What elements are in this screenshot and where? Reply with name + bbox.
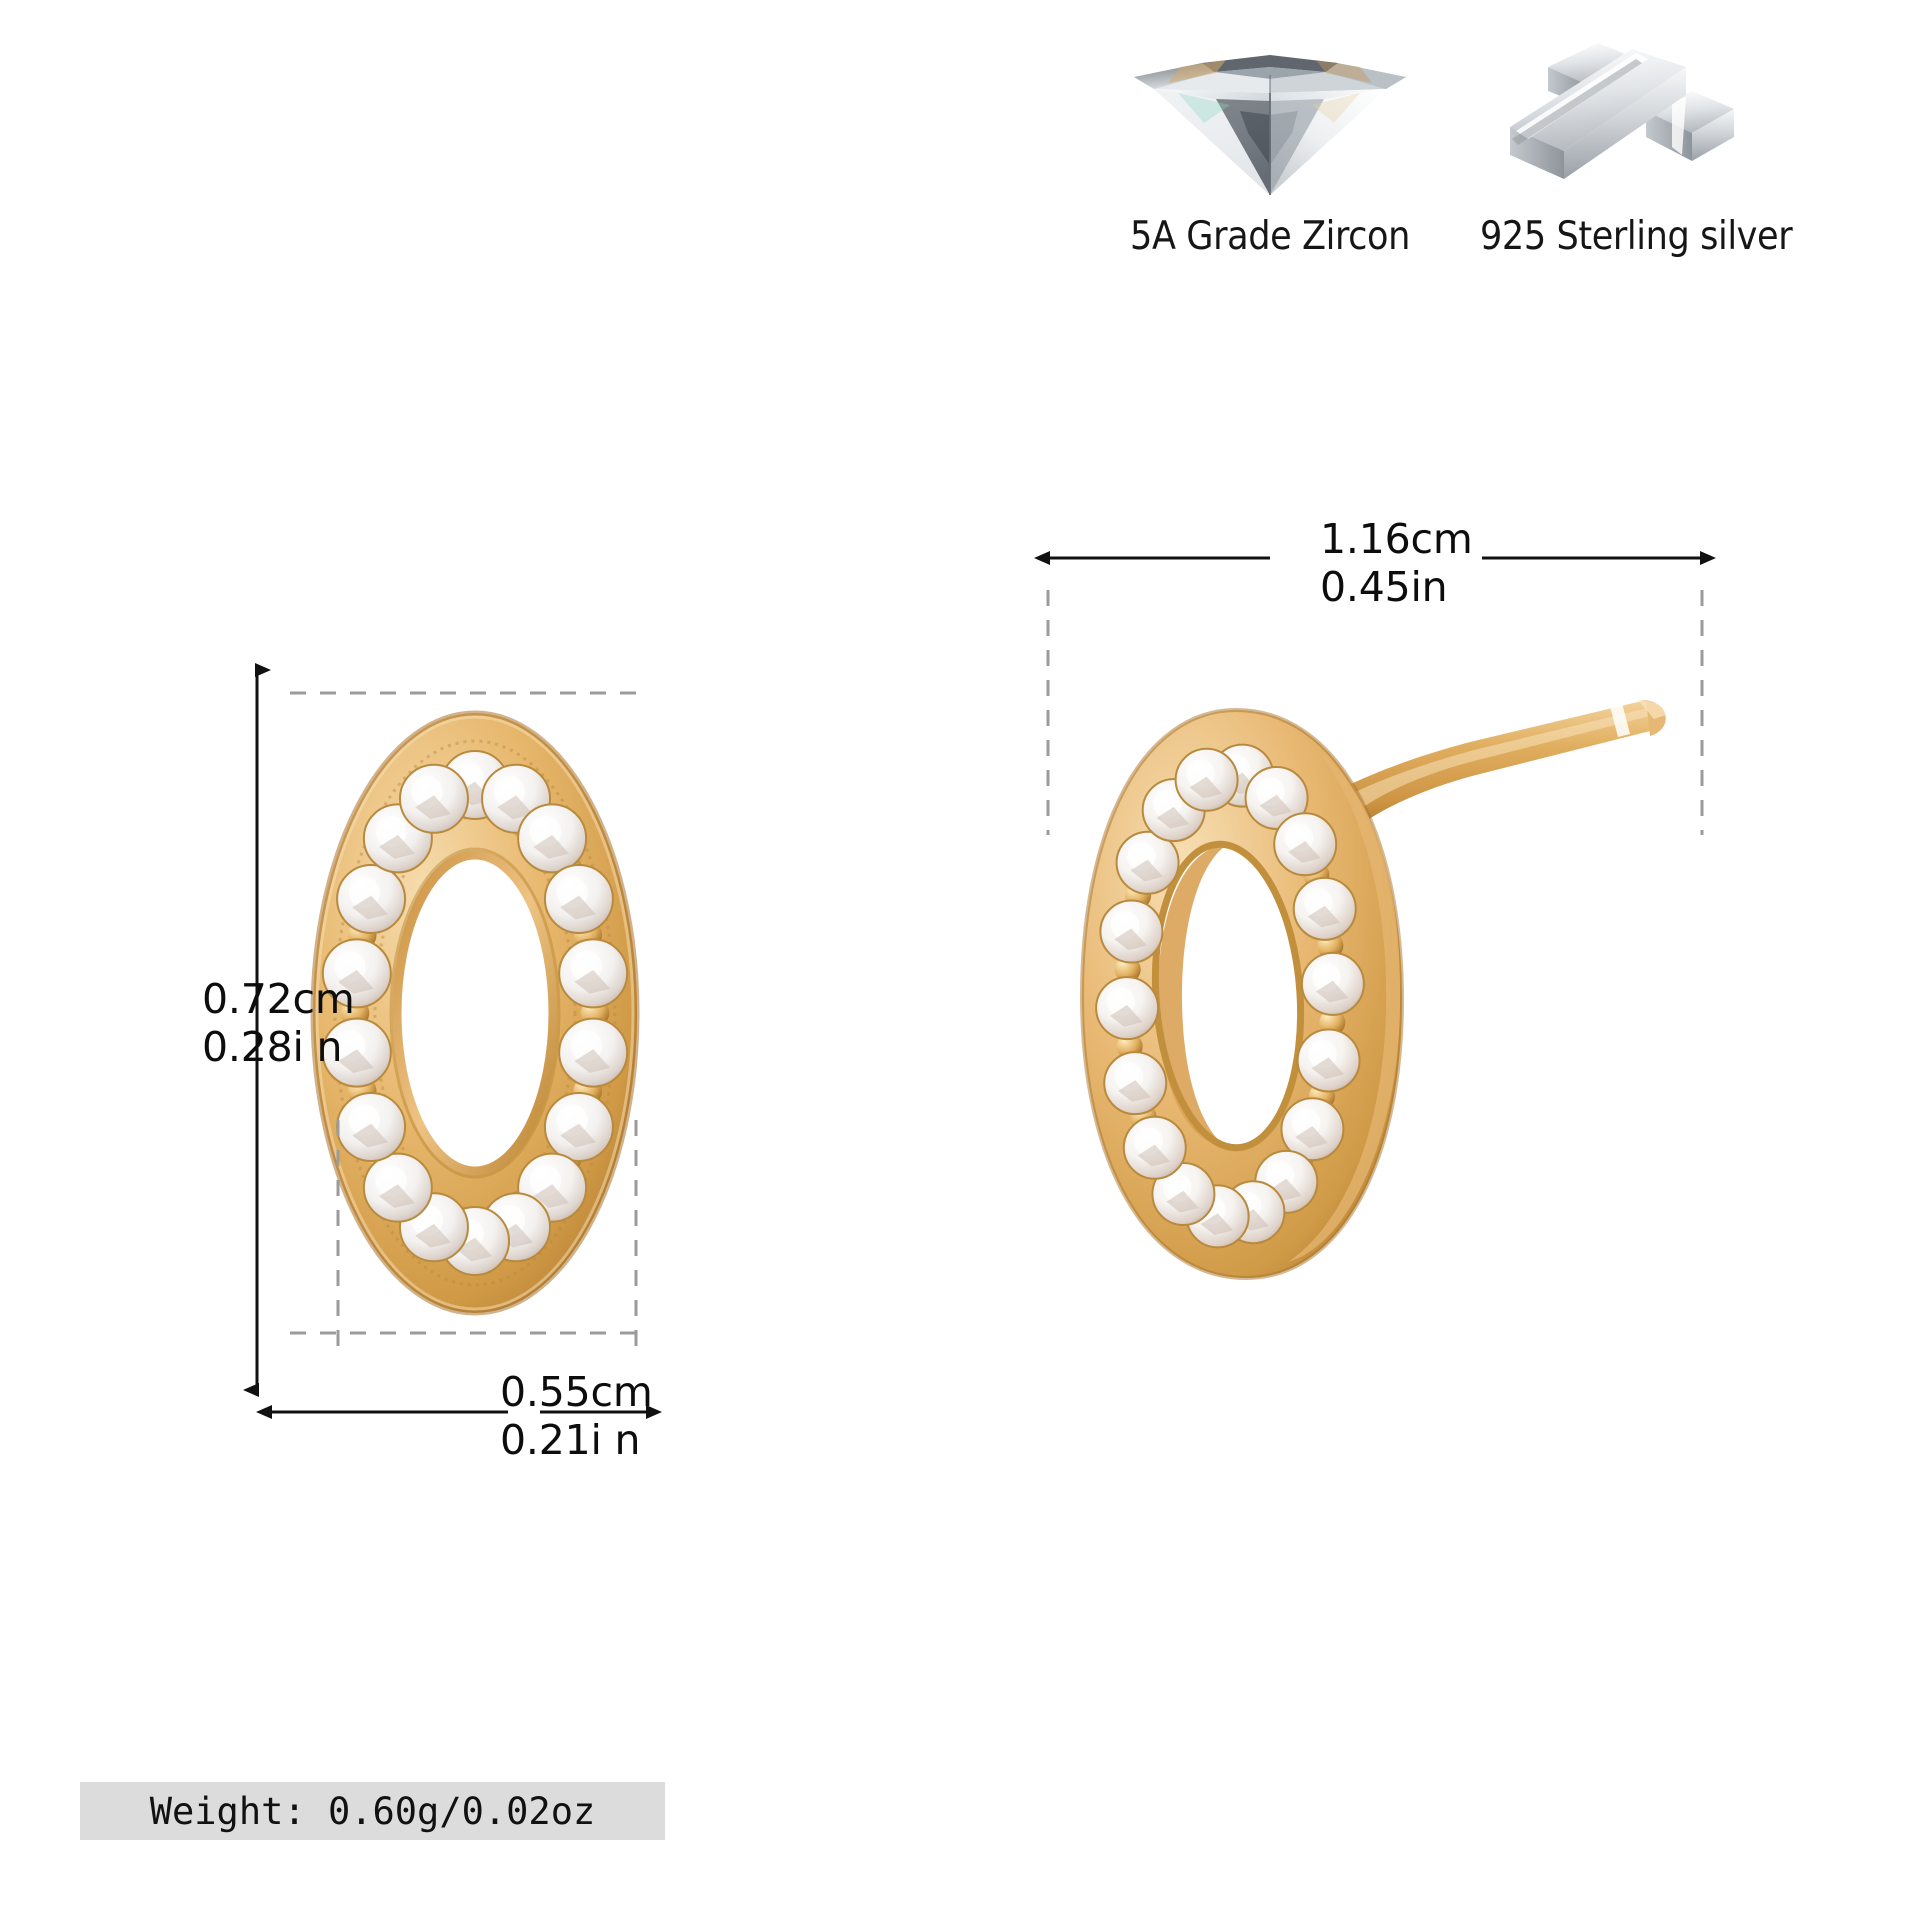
material-label-silver: 925 Sterling silver (1480, 214, 1793, 259)
material-label-zircon: 5A Grade Zircon (1130, 214, 1410, 259)
overall-length-label: 1.16cm 0.45in (1320, 515, 1473, 612)
overall-cm-value: 1.16cm (1320, 515, 1473, 563)
width-in-value: 0.21i n (500, 1416, 641, 1465)
oval-ring-body (1079, 707, 1405, 1281)
overall-in-value: 0.45in (1320, 563, 1448, 612)
weight-band: Weight: 0.60g/0.02oz (80, 1782, 665, 1840)
angled-view-earring-with-post (1050, 690, 1710, 1300)
diamond-gem-icon (1120, 10, 1420, 200)
material-badge-zircon: 5A Grade Zircon (1120, 10, 1420, 259)
material-badge-silver: 925 Sterling silver (1480, 10, 1793, 259)
height-in-value: 0.28i n (202, 1023, 343, 1072)
earring-post (1318, 700, 1666, 836)
height-dimension-label: 0.72cm 0.28i n (202, 975, 355, 1072)
pave-stone-ring (321, 750, 629, 1276)
height-cm-value: 0.72cm (202, 975, 355, 1023)
front-view-earring (285, 705, 665, 1325)
silver-ingot-bars-icon (1486, 10, 1786, 200)
weight-label: Weight: 0.60g/0.02oz (149, 1789, 596, 1833)
width-dimension-label: 0.55cm 0.21i n (500, 1368, 653, 1465)
width-cm-value: 0.55cm (500, 1368, 653, 1416)
material-badges: 5A Grade Zircon (1120, 10, 1920, 259)
